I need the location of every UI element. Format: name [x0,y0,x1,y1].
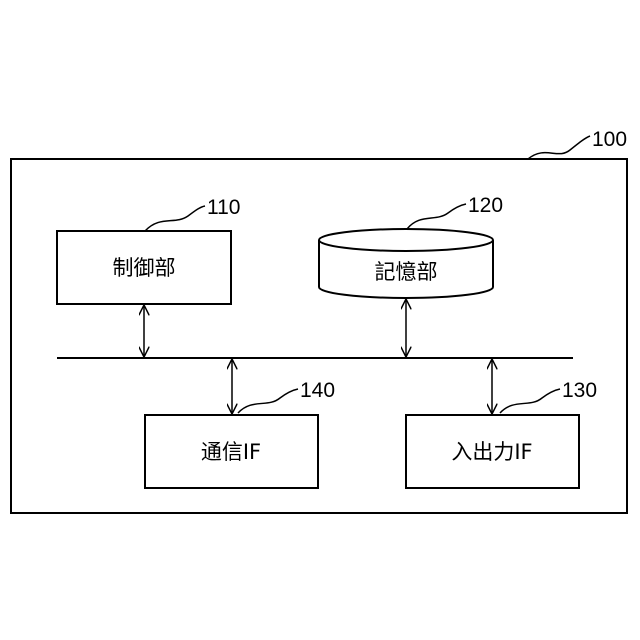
io-if-label: 入出力IF [451,440,532,464]
comm-ref-number: 140 [300,379,335,402]
outer-ref-number: 100 [592,128,627,151]
outer-leader-line [528,136,590,159]
control-ref-number: 110 [207,196,240,219]
io-ref-number: 130 [562,379,597,402]
storage-ref-number: 120 [468,194,503,217]
storage-unit-label: 記憶部 [375,260,438,284]
control-unit-label: 制御部 [113,256,176,280]
comm-if-label: 通信IF [201,440,261,464]
